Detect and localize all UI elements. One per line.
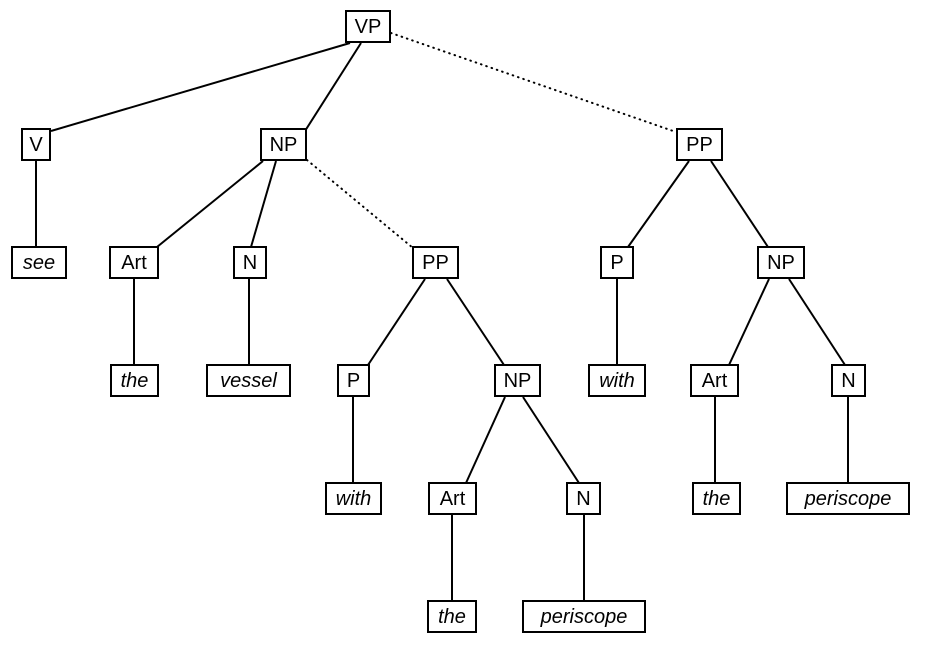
tree-node-Artmid[interactable]: Art bbox=[428, 482, 477, 515]
tree-node-NPmid[interactable]: NP bbox=[494, 364, 541, 397]
tree-edge-VP-to-PPright bbox=[390, 32, 677, 133]
tree-node-NPright[interactable]: NP bbox=[757, 246, 805, 279]
tree-node-Art1[interactable]: Art bbox=[109, 246, 159, 279]
tree-node-Nmid[interactable]: N bbox=[566, 482, 601, 515]
tree-edge-PPright-to-Pright bbox=[627, 160, 690, 248]
tree-edge-NP1-to-N1 bbox=[250, 160, 277, 248]
tree-node-NP1[interactable]: NP bbox=[260, 128, 307, 161]
tree-edge-NP1-to-PPmid bbox=[306, 159, 414, 249]
tree-edge-PPmid-to-Pmid bbox=[367, 278, 426, 366]
tree-node-vessel[interactable]: vessel bbox=[206, 364, 291, 397]
tree-edge-NP1-to-Art1 bbox=[156, 160, 264, 248]
tree-node-Pmid[interactable]: P bbox=[337, 364, 370, 397]
tree-node-withmid[interactable]: with bbox=[325, 482, 382, 515]
tree-node-withright[interactable]: with bbox=[588, 364, 646, 397]
tree-edge-NPmid-to-Nmid bbox=[522, 396, 580, 484]
tree-node-Pright[interactable]: P bbox=[600, 246, 634, 279]
tree-node-theright[interactable]: the bbox=[692, 482, 741, 515]
tree-node-N1[interactable]: N bbox=[233, 246, 267, 279]
tree-edge-PPright-to-NPright bbox=[710, 160, 769, 248]
tree-edge-NPmid-to-Artmid bbox=[465, 396, 506, 484]
tree-edge-NPright-to-Artright bbox=[728, 278, 770, 366]
tree-node-periscm[interactable]: periscope bbox=[522, 600, 646, 633]
tree-node-PPright[interactable]: PP bbox=[676, 128, 723, 161]
tree-node-Nright[interactable]: N bbox=[831, 364, 866, 397]
tree-node-periscr[interactable]: periscope bbox=[786, 482, 910, 515]
tree-node-see[interactable]: see bbox=[11, 246, 67, 279]
tree-node-Artright[interactable]: Art bbox=[690, 364, 739, 397]
tree-node-the1[interactable]: the bbox=[110, 364, 159, 397]
tree-node-VP[interactable]: VP bbox=[345, 10, 391, 43]
tree-node-PPmid[interactable]: PP bbox=[412, 246, 459, 279]
tree-node-V[interactable]: V bbox=[21, 128, 51, 161]
tree-node-themid[interactable]: the bbox=[427, 600, 477, 633]
tree-edge-VP-to-V bbox=[50, 42, 351, 132]
tree-edge-PPmid-to-NPmid bbox=[446, 278, 505, 366]
tree-edge-NPright-to-Nright bbox=[788, 278, 846, 366]
tree-edge-VP-to-NP1 bbox=[304, 42, 362, 132]
